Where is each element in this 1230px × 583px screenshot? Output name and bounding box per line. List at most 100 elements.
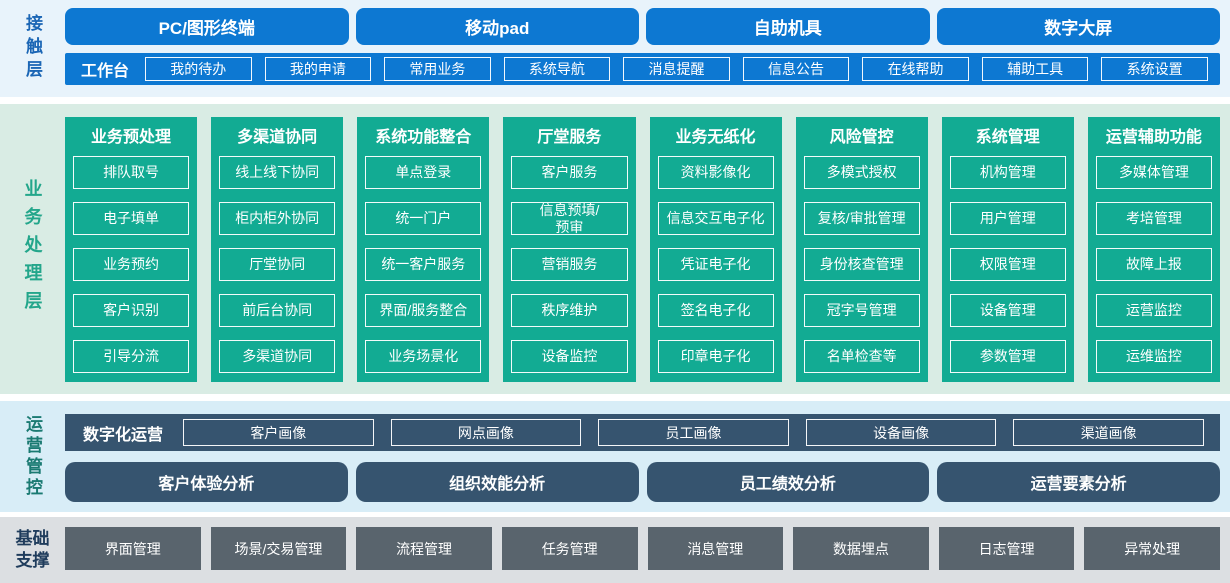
base-item[interactable]: 界面管理 — [65, 527, 201, 570]
business-item[interactable]: 信息交互电子化 — [657, 202, 774, 235]
workbench-item[interactable]: 常用业务 — [384, 57, 491, 81]
business-item[interactable]: 厅堂协同 — [219, 248, 336, 281]
portrait-item[interactable]: 设备画像 — [805, 419, 997, 446]
workbench-item[interactable]: 消息提醒 — [623, 57, 730, 81]
layer-operations-rail: 运营管控 — [0, 401, 65, 512]
business-item[interactable]: 机构管理 — [949, 156, 1066, 189]
business-item[interactable]: 统一门户 — [365, 202, 482, 235]
business-item[interactable]: 线上线下协同 — [219, 156, 336, 189]
workbench-bar: 工作台 我的待办我的申请常用业务系统导航消息提醒信息公告在线帮助辅助工具系统设置 — [65, 53, 1220, 85]
business-item[interactable]: 引导分流 — [73, 340, 190, 373]
digital-operations-bar: 数字化运营 客户画像网点画像员工画像设备画像渠道画像 — [65, 414, 1220, 451]
business-column: 业务无纸化 资料影像化信息交互电子化凭证电子化签名电子化印章电子化 — [649, 117, 782, 382]
portrait-item[interactable]: 渠道画像 — [1013, 419, 1204, 446]
business-item[interactable]: 客户识别 — [73, 294, 190, 327]
business-item[interactable]: 复核/审批管理 — [803, 202, 920, 235]
layer-contact-rail: 接触层 — [0, 0, 65, 97]
business-column: 厅堂服务 客户服务信息预填/ 预审营销服务秩序维护设备监控 — [503, 117, 636, 382]
business-item[interactable]: 故障上报 — [1095, 248, 1212, 281]
business-item[interactable]: 界面/服务整合 — [365, 294, 482, 327]
portrait-item[interactable]: 网点画像 — [390, 419, 582, 446]
business-item[interactable]: 统一客户服务 — [365, 248, 482, 281]
business-columns: 业务预处理 排队取号电子填单业务预约客户识别引导分流 多渠道协同 线上线下协同柜… — [65, 117, 1220, 382]
business-item[interactable]: 考培管理 — [1095, 202, 1212, 235]
base-item[interactable]: 数据埋点 — [793, 527, 929, 570]
workbench-item[interactable]: 系统导航 — [503, 57, 611, 81]
business-item[interactable]: 名单检查等 — [803, 340, 920, 373]
business-item[interactable]: 权限管理 — [949, 248, 1066, 281]
layer-contact-label: 接触层 — [23, 14, 42, 83]
portrait-item[interactable]: 员工画像 — [598, 419, 789, 446]
digital-operations-items: 客户画像网点画像员工画像设备画像渠道画像 — [183, 419, 1204, 446]
portrait-item[interactable]: 客户画像 — [183, 419, 374, 446]
base-items: 界面管理场景/交易管理流程管理任务管理消息管理数据埋点日志管理异常处理 — [65, 527, 1220, 570]
business-item[interactable]: 客户服务 — [511, 156, 628, 189]
base-item[interactable]: 场景/交易管理 — [210, 527, 347, 570]
workbench-item[interactable]: 信息公告 — [742, 57, 850, 81]
layer-operations-content: 数字化运营 客户画像网点画像员工画像设备画像渠道画像 客户体验分析组织效能分析员… — [65, 401, 1230, 512]
workbench-item[interactable]: 在线帮助 — [862, 57, 969, 81]
business-item[interactable]: 用户管理 — [949, 202, 1066, 235]
business-column-title: 厅堂服务 — [537, 129, 602, 146]
business-item[interactable]: 身份核查管理 — [803, 248, 920, 281]
terminal-item[interactable]: 移动pad — [355, 8, 639, 45]
layer-business-rail: 业务处理层 — [0, 104, 65, 394]
business-item[interactable]: 信息预填/ 预审 — [511, 202, 628, 235]
business-item[interactable]: 单点登录 — [365, 156, 482, 189]
business-column: 系统管理 机构管理用户管理权限管理设备管理参数管理 — [941, 117, 1074, 382]
terminal-item[interactable]: 数字大屏 — [936, 8, 1220, 45]
business-item[interactable]: 多媒体管理 — [1095, 156, 1212, 189]
layer-business-label: 业务处理层 — [22, 179, 43, 319]
base-item[interactable]: 任务管理 — [501, 527, 638, 570]
business-column: 风险管控 多模式授权复核/审批管理身份核查管理冠字号管理名单检查等 — [795, 117, 928, 382]
workbench-item[interactable]: 我的待办 — [145, 57, 252, 81]
digital-operations-label: 数字化运营 — [83, 426, 164, 444]
business-item[interactable]: 业务场景化 — [365, 340, 482, 373]
business-item[interactable]: 凭证电子化 — [657, 248, 774, 281]
base-item[interactable]: 流程管理 — [356, 527, 492, 570]
business-item[interactable]: 设备管理 — [949, 294, 1066, 327]
layer-base-rail: 基础 支撑 — [0, 517, 65, 583]
business-item[interactable]: 冠字号管理 — [803, 294, 920, 327]
workbench-item[interactable]: 辅助工具 — [981, 57, 1089, 81]
base-item[interactable]: 消息管理 — [647, 527, 784, 570]
business-item[interactable]: 印章电子化 — [657, 340, 774, 373]
business-item[interactable]: 秩序维护 — [511, 294, 628, 327]
analysis-row: 客户体验分析组织效能分析员工绩效分析运营要素分析 — [65, 462, 1220, 502]
workbench-item[interactable]: 系统设置 — [1101, 57, 1208, 81]
business-item[interactable]: 运维监控 — [1095, 340, 1212, 373]
business-item[interactable]: 柜内柜外协同 — [219, 202, 336, 235]
base-item[interactable]: 异常处理 — [1084, 527, 1220, 570]
business-item[interactable]: 前后台协同 — [219, 294, 336, 327]
business-item[interactable]: 参数管理 — [949, 340, 1066, 373]
business-column-items: 多媒体管理考培管理故障上报运营监控运维监控 — [1095, 156, 1212, 373]
business-item[interactable]: 运营监控 — [1095, 294, 1212, 327]
business-column-title: 系统功能整合 — [375, 129, 472, 146]
terminal-item[interactable]: PC/图形终端 — [65, 8, 349, 45]
analysis-item[interactable]: 运营要素分析 — [937, 462, 1220, 502]
business-item[interactable]: 电子填单 — [73, 202, 190, 235]
business-item[interactable]: 设备监控 — [511, 340, 628, 373]
base-item[interactable]: 日志管理 — [938, 527, 1075, 570]
workbench-item[interactable]: 我的申请 — [264, 57, 372, 81]
analysis-item[interactable]: 组织效能分析 — [355, 462, 639, 502]
business-column-items: 单点登录统一门户统一客户服务界面/服务整合业务场景化 — [365, 156, 482, 373]
business-column: 多渠道协同 线上线下协同柜内柜外协同厅堂协同前后台协同多渠道协同 — [211, 117, 344, 382]
business-item[interactable]: 营销服务 — [511, 248, 628, 281]
business-item[interactable]: 多模式授权 — [803, 156, 920, 189]
business-column-items: 线上线下协同柜内柜外协同厅堂协同前后台协同多渠道协同 — [219, 156, 336, 373]
analysis-item[interactable]: 客户体验分析 — [65, 462, 348, 502]
analysis-item[interactable]: 员工绩效分析 — [646, 462, 930, 502]
business-item[interactable]: 业务预约 — [73, 248, 190, 281]
business-item[interactable]: 签名电子化 — [657, 294, 774, 327]
business-item[interactable]: 资料影像化 — [657, 156, 774, 189]
business-item[interactable]: 多渠道协同 — [219, 340, 336, 373]
terminal-item[interactable]: 自助机具 — [646, 8, 930, 45]
business-item[interactable]: 排队取号 — [73, 156, 190, 189]
business-column-title: 系统管理 — [975, 129, 1040, 146]
layer-base-content: 界面管理场景/交易管理流程管理任务管理消息管理数据埋点日志管理异常处理 — [65, 517, 1230, 583]
